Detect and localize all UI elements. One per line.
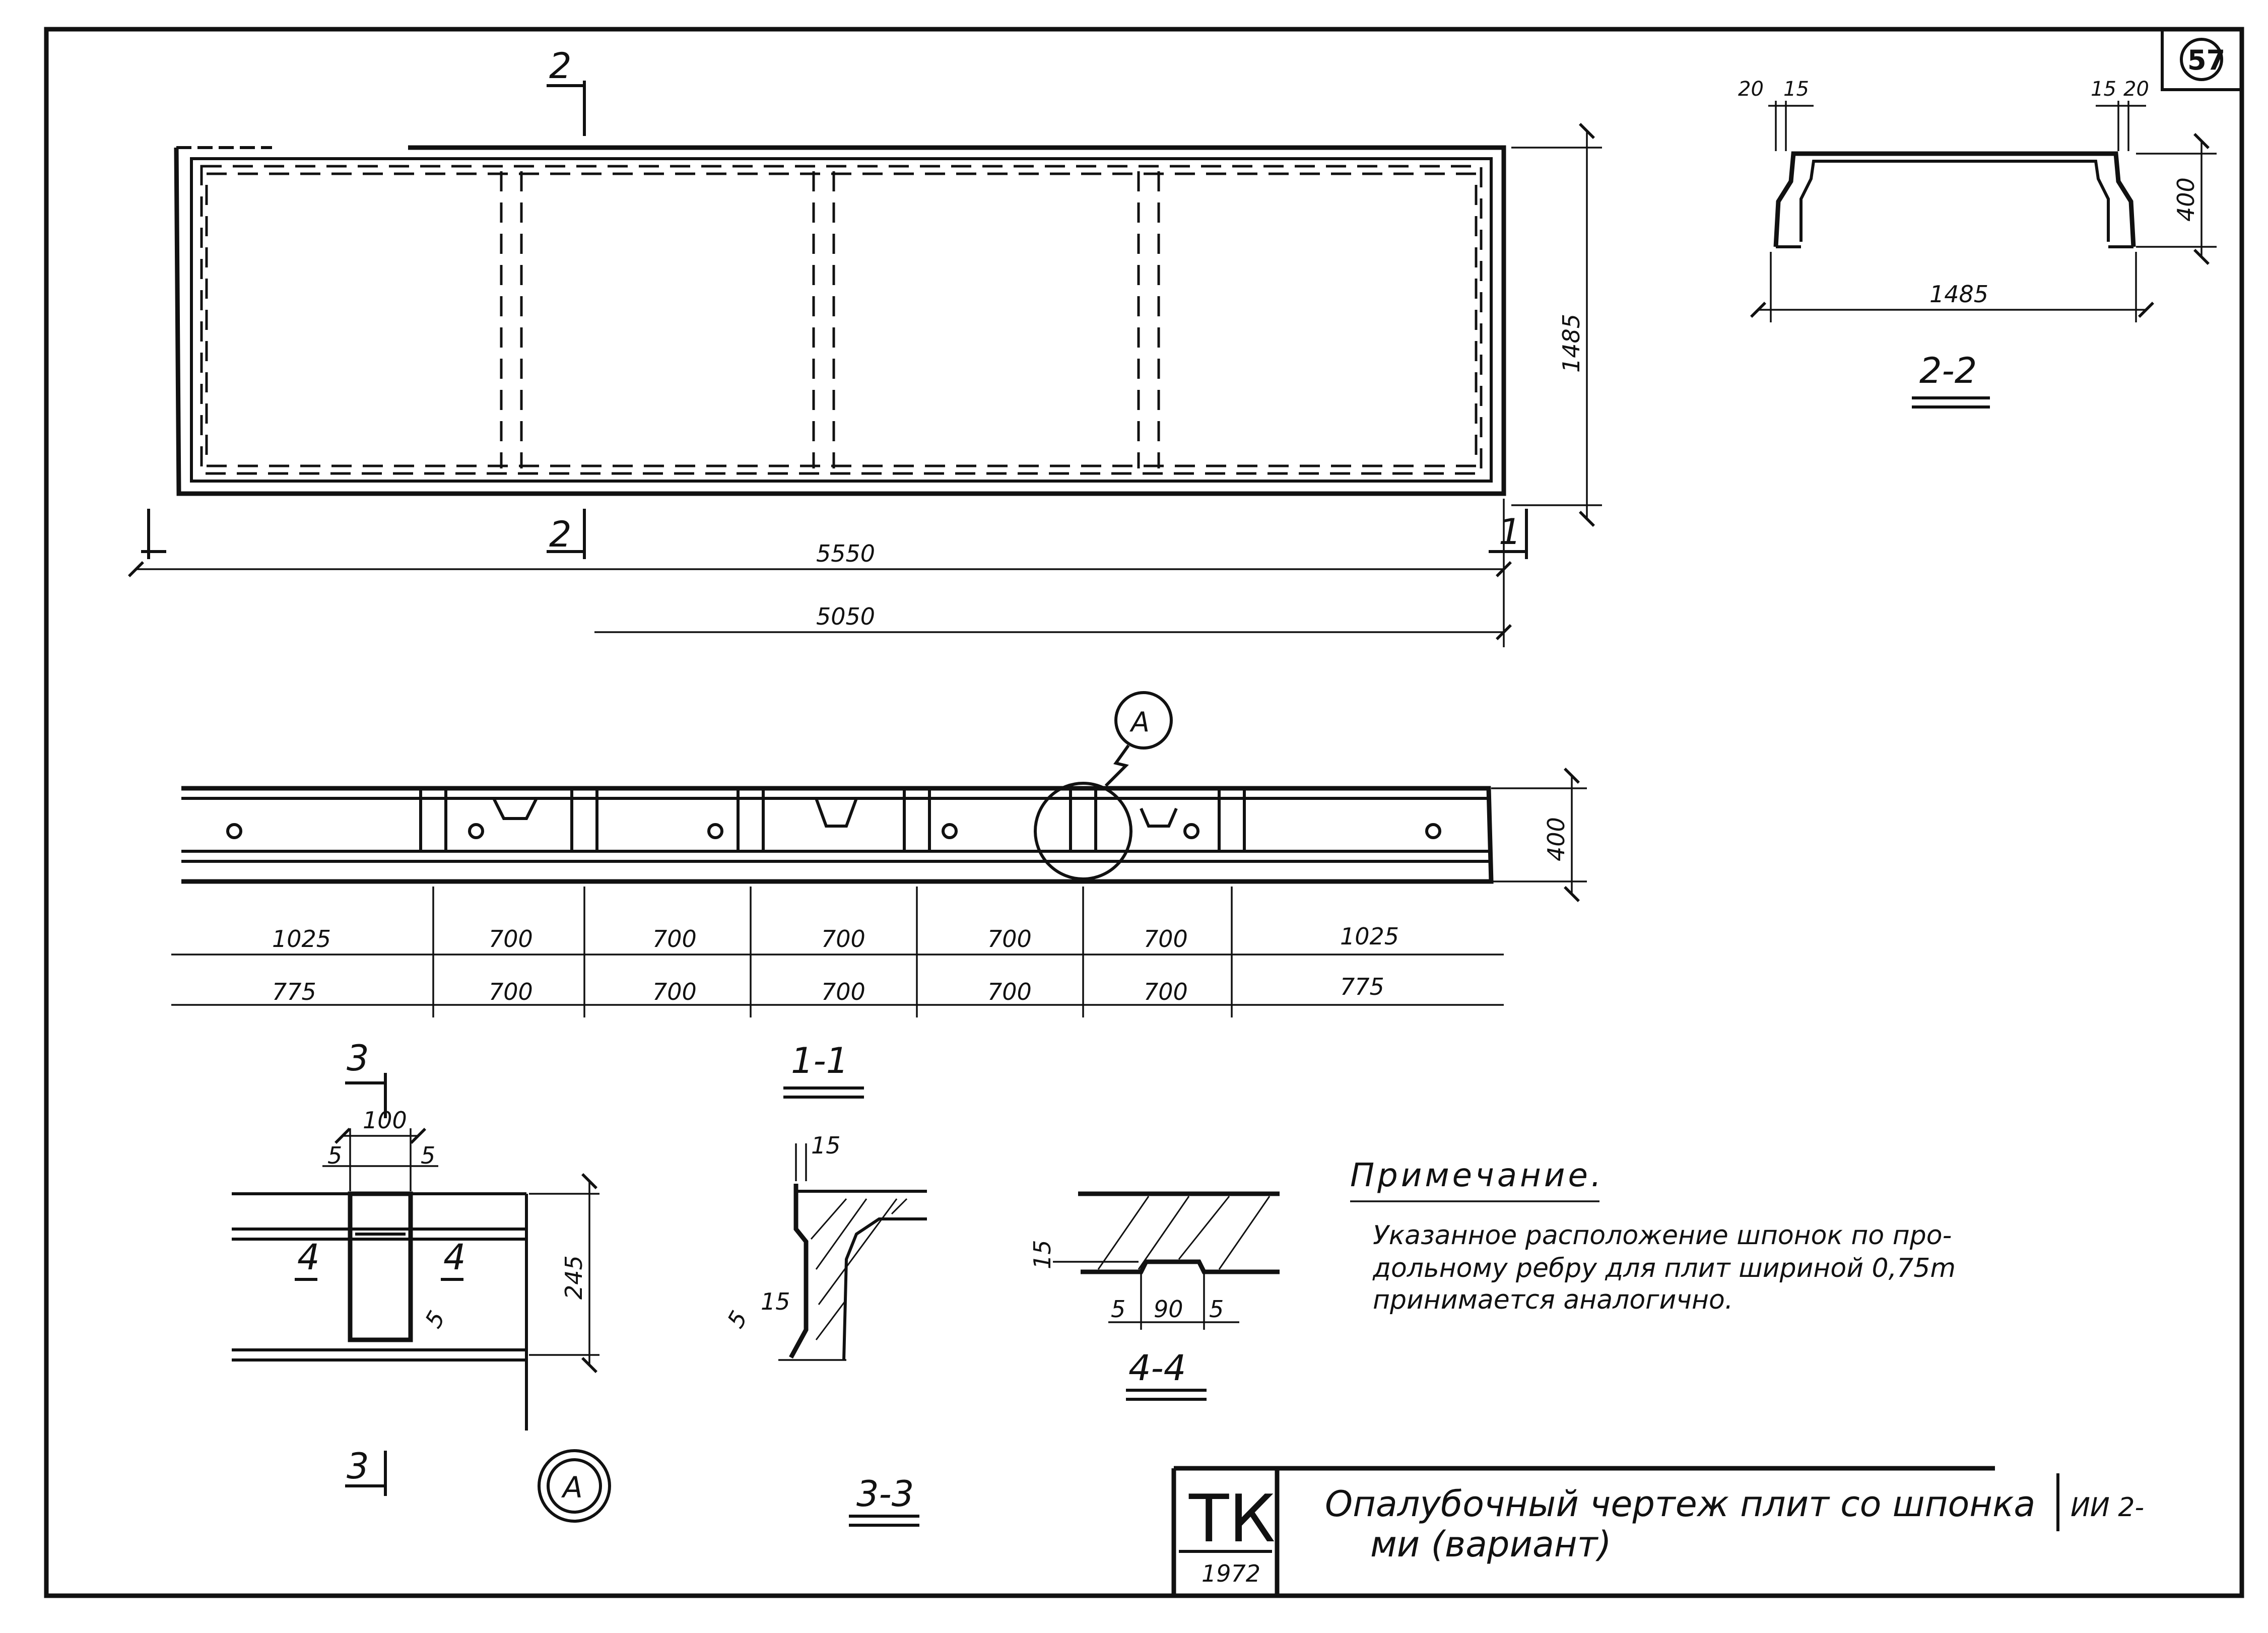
- title-code: ИИ 2-: [2071, 1492, 2144, 1523]
- note-line-3: принимается аналогично.: [1373, 1285, 1733, 1315]
- sec33-title: 3-3: [856, 1473, 914, 1515]
- detail-a-tag: [1114, 691, 1173, 750]
- plan-width-dim: 1485: [1558, 314, 1585, 373]
- note-line-2: дольному ребру для плит шириной 0,75m: [1372, 1253, 1956, 1283]
- detail-a-cut-right: 4: [443, 1237, 466, 1278]
- sec44-title: 4-4: [1128, 1347, 1186, 1389]
- top-dim-6: 1025: [1340, 923, 1399, 950]
- lifting-holes: [226, 823, 1441, 839]
- section-mark-2-top: 2: [547, 45, 586, 136]
- sec33-dim-side: 15: [761, 1288, 790, 1315]
- top-dim-0: 1025: [272, 925, 331, 952]
- key-notches: [492, 797, 1178, 828]
- section-1-1-ribs: [419, 787, 1246, 853]
- bottom-dim-4: 700: [987, 978, 1032, 1005]
- section-mark-1-left: [141, 509, 166, 559]
- detail-a-title: A: [561, 1470, 583, 1505]
- section-4-4: 15 5 90 5 4-4: [1029, 1191, 1280, 1401]
- section-mark-3-bottom: 3: [345, 1446, 387, 1496]
- detail-a-circle: [1034, 782, 1132, 880]
- detail-a-dim-inner: 5: [420, 1306, 450, 1332]
- section-4-4-hatch: [1097, 1196, 1271, 1270]
- top-dim-2: 700: [652, 925, 697, 952]
- top-dim-5: 700: [1144, 925, 1188, 952]
- svg-text:2: 2: [549, 45, 572, 87]
- sec22-dim-tl-a: 20: [1738, 78, 1764, 101]
- sheet-frame: [44, 27, 2244, 1598]
- stamp-tk: ТК: [1188, 1480, 1276, 1557]
- sheet-number: 57: [2187, 44, 2225, 76]
- plan-total-length-dim: 5550: [816, 540, 875, 567]
- sec22-dim-tr-a: 15: [2091, 78, 2116, 101]
- dim-chain-top: 1025 700 700 700 700 700 1025: [171, 887, 1504, 1017]
- sec22-dim-tr-b: 20: [2123, 78, 2149, 101]
- bottom-dim-5: 700: [1144, 978, 1188, 1005]
- bottom-dim-3: 700: [821, 978, 865, 1005]
- sec33-dim-corner: 5: [722, 1306, 753, 1332]
- detail-a-dim-height: 245: [560, 1255, 587, 1300]
- stamp-year: 1972: [1202, 1560, 1260, 1587]
- sec44-dim-depth: 15: [1029, 1240, 1056, 1269]
- section-3-3-hatch: [810, 1198, 908, 1340]
- note-block: Примечание. Указанное расположение шпоно…: [1350, 1157, 1956, 1315]
- section-3-3: 15 15 5 3-3: [722, 1132, 927, 1527]
- title-line-2: ми (вариант): [1370, 1524, 1612, 1565]
- sec44-dim-left: 5: [1111, 1296, 1125, 1323]
- section-mark-2-bottom: 2: [547, 509, 586, 559]
- sec22-title: 2-2: [1919, 350, 1977, 391]
- detail-a-ref: A: [1129, 706, 1150, 738]
- sec11-title: 1-1: [791, 1040, 848, 1081]
- section-1-1: A 400 1025 700 700 700 700 700 1025 775 …: [171, 691, 1587, 1099]
- note-line-1: Указанное расположение шпонок по про-: [1373, 1220, 1952, 1251]
- title-block: ТК 1972 Опалубочный чертеж плит со шпонк…: [1171, 1466, 2144, 1596]
- dim-chain-bottom: 775 700 700 700 700 700 775: [171, 973, 1504, 1006]
- plan-ribs: [500, 171, 1160, 468]
- sec33-dim-top: 15: [811, 1132, 841, 1159]
- sec22-height-dim: 400: [2172, 177, 2199, 222]
- section-2-2: 20 15 15 20 400 1485 2-2: [1738, 78, 2217, 409]
- bottom-dim-0: 775: [272, 978, 316, 1005]
- detail-a-cut-left: 4: [297, 1237, 320, 1278]
- sec22-width-dim: 1485: [1929, 281, 1988, 308]
- bottom-dim-6: 775: [1340, 973, 1384, 1000]
- sec44-dim-right: 5: [1209, 1296, 1224, 1323]
- top-dim-4: 700: [987, 925, 1032, 952]
- section-mark-1-right: 1: [1489, 509, 1528, 559]
- detail-a-dim-gap-left: 5: [327, 1142, 342, 1169]
- svg-text:2: 2: [549, 514, 572, 555]
- detail-a: 4 4 100 5 5 5 245 3 3 A: [232, 1038, 611, 1523]
- svg-text:1: 1: [1499, 511, 1521, 553]
- title-line-1: Опалубочный чертеж плит со шпонка: [1325, 1483, 2035, 1525]
- svg-text:3: 3: [347, 1038, 369, 1079]
- svg-text:3: 3: [347, 1446, 369, 1487]
- plan-view: 1485 5550 5050 2 2 1: [128, 45, 1602, 647]
- sec11-height-dim: 400: [1543, 817, 1570, 861]
- sec44-dim-key: 90: [1154, 1296, 1183, 1323]
- bottom-dim-1: 700: [489, 978, 533, 1005]
- bottom-dim-2: 700: [652, 978, 697, 1005]
- sec22-dim-tl-b: 15: [1783, 78, 1809, 101]
- plan-inner-length-dim: 5050: [816, 603, 875, 630]
- top-dim-1: 700: [489, 925, 533, 952]
- detail-a-dim-gap-right: 5: [421, 1142, 435, 1169]
- section-mark-3-top: 3: [345, 1038, 387, 1118]
- note-heading: Примечание.: [1350, 1157, 1604, 1194]
- top-dim-3: 700: [821, 925, 865, 952]
- sheet-number-badge: 57: [2180, 38, 2225, 81]
